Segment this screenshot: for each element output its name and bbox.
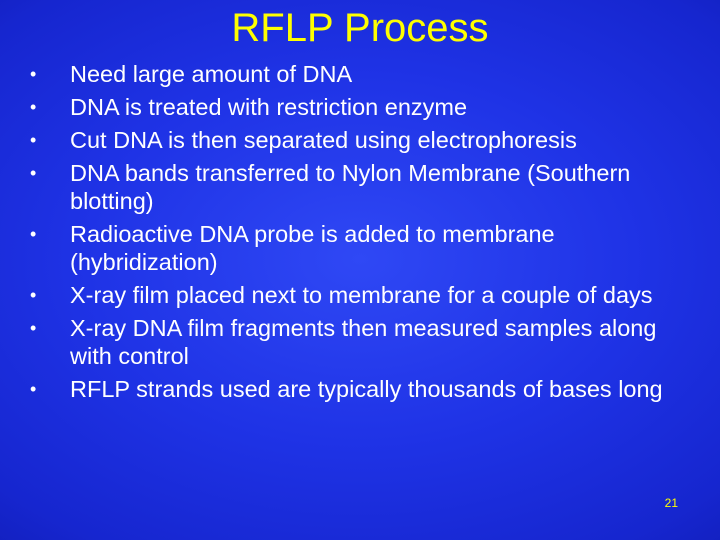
bullet-text: X-ray film placed next to membrane for a… [70,282,653,308]
bullet-text: X-ray DNA film fragments then measured s… [70,315,657,369]
bullet-item: • Cut DNA is then separated using electro… [0,126,680,154]
bullet-text: RFLP strands used are typically thousand… [70,376,663,402]
bullet-text: Cut DNA is then separated using electrop… [70,127,577,153]
bullet-text: DNA is treated with restriction enzyme [70,94,468,120]
bullet-item: • Need large amount of DNA [0,60,680,88]
bullet-dot-icon: • [30,64,37,84]
bullet-dot-icon: • [30,130,37,150]
bullet-dot-icon: • [30,285,37,305]
bullet-item: • Radioactive DNA probe is added to membr… [0,220,680,276]
bullet-item: • X-ray DNA film fragments then measured … [0,314,680,370]
bullet-dot-icon: • [30,97,37,117]
bullet-dot-icon: • [30,318,37,338]
bullet-text: Need large amount of DNA [70,61,353,87]
slide-title: RFLP Process [231,6,489,50]
bullet-item: • X-ray film placed next to membrane for … [0,281,680,309]
bullet-text: Radioactive DNA probe is added to membra… [70,221,555,275]
bullet-item: • RFLP strands used are typically thousan… [0,375,680,403]
bullet-item: • DNA bands transferred to Nylon Membrane… [0,159,680,215]
bullet-list: • Need large amount of DNA • DNA is treate… [0,60,680,408]
bullet-item: • DNA is treated with restriction enzyme [0,93,680,121]
bullet-dot-icon: • [30,224,37,244]
bullet-text: DNA bands transferred to Nylon Membrane … [70,160,631,214]
bullet-dot-icon: • [30,379,37,399]
bullet-dot-icon: • [30,163,37,183]
slide-number: 21 [664,496,678,510]
